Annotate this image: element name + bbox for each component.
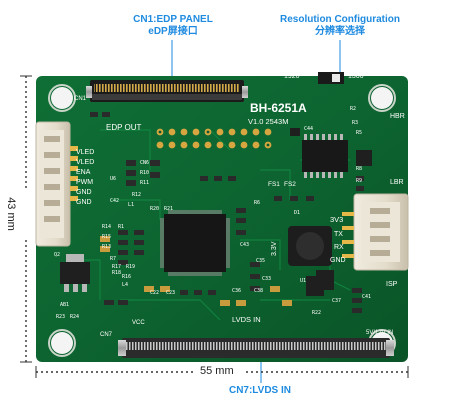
- svg-text:R14: R14: [102, 224, 111, 230]
- main-ic: [160, 210, 230, 276]
- cn7-label: CN7: [100, 332, 113, 338]
- isp-label: ISP: [386, 281, 398, 288]
- svg-text:R17: R17: [112, 264, 121, 270]
- svg-text:C35: C35: [256, 258, 265, 264]
- svg-text:C38: C38: [254, 288, 263, 294]
- svg-text:R13: R13: [102, 244, 111, 250]
- edp-panel-callout: CN1:EDP PANEL eDP屏接口: [118, 14, 228, 38]
- svg-text:R8: R8: [356, 166, 362, 172]
- svg-text:C44: C44: [304, 126, 313, 132]
- svg-text:R12: R12: [132, 192, 141, 198]
- edp-panel-callout-title: CN1:EDP PANEL: [133, 14, 213, 25]
- fs1-label: FS1: [268, 181, 280, 188]
- small-ic-top: [290, 128, 372, 166]
- svg-text:R23: R23: [56, 314, 65, 320]
- svg-text:C37: C37: [332, 298, 341, 304]
- svg-text:L4: L4: [122, 282, 128, 288]
- pin-label-6: GND: [76, 199, 92, 206]
- svg-text:AB1: AB1: [60, 302, 69, 308]
- svg-text:R11: R11: [140, 180, 149, 186]
- lvds-in-label: LVDS IN: [232, 315, 261, 324]
- vcc-label: VCC: [132, 320, 145, 326]
- svg-text:R7: R7: [110, 256, 116, 262]
- vin-label: 5V/12V IN: [366, 330, 393, 336]
- svg-text:R5: R5: [356, 130, 362, 136]
- pin-label-1: VLED: [76, 149, 94, 156]
- resolution-callout-title: Resolution Configuration: [280, 14, 400, 25]
- svg-text:R20: R20: [150, 206, 159, 212]
- cn1-label: CN1: [74, 96, 87, 102]
- svg-text:R22: R22: [312, 310, 321, 316]
- svg-text:R2: R2: [350, 106, 356, 112]
- secondary-ic: [302, 134, 348, 178]
- resolution-1920-label: 1920: [284, 73, 300, 80]
- pin-label-4: PWM: [76, 179, 93, 186]
- power-inductor: [288, 226, 332, 266]
- part-designators: R1 R2 R3 R5 R6 R7 R8 R9 R10 R11 R12 R13 …: [54, 106, 371, 320]
- svg-text:L1: L1: [128, 202, 134, 208]
- pin-label-2: VLED: [76, 159, 94, 166]
- svg-text:R9: R9: [356, 178, 362, 184]
- edp-panel-callout-subtitle: eDP屏接口: [148, 26, 198, 37]
- pin-label-3: ENA: [76, 169, 91, 176]
- edp-connector: [86, 80, 248, 102]
- lvds-in-callout: CN7:LVDS IN: [228, 385, 292, 396]
- svg-text:C22: C22: [150, 290, 159, 296]
- voltage-3v3-label: 3.3V: [271, 241, 278, 256]
- svg-text:R19: R19: [126, 264, 135, 270]
- svg-text:C41: C41: [362, 294, 371, 300]
- power-uart-connector: [342, 193, 409, 271]
- small-ic-u4: [306, 270, 334, 296]
- svg-text:R24: R24: [70, 314, 79, 320]
- svg-text:Q2: Q2: [54, 252, 60, 258]
- svg-text:R3: R3: [352, 120, 358, 126]
- svg-text:U6: U6: [110, 176, 116, 182]
- resolution-1366-label: 1366: [348, 73, 364, 80]
- hbr-label: HBR: [390, 113, 405, 120]
- left-pin-labels: VLED VLED ENA PWM GND GND: [76, 149, 94, 206]
- svg-text:CN6: CN6: [140, 160, 149, 166]
- power-3v3-label: 3V3: [330, 215, 343, 224]
- svg-text:R1: R1: [118, 224, 124, 230]
- svg-text:U1: U1: [300, 278, 306, 284]
- svg-text:R10: R10: [140, 170, 149, 176]
- svg-text:C42: C42: [110, 198, 119, 204]
- svg-text:R21: R21: [164, 206, 173, 212]
- edp-out-connector: [35, 121, 78, 247]
- regulator-ic: [60, 254, 90, 292]
- pin-label-5: GND: [76, 189, 92, 196]
- edp-out-label: EDP OUT: [106, 123, 142, 132]
- svg-text:C23: C23: [166, 290, 175, 296]
- svg-text:R16: R16: [122, 274, 131, 280]
- svg-text:D1: D1: [294, 210, 300, 216]
- svg-text:R6: R6: [254, 200, 260, 206]
- gnd-label: GND: [330, 257, 346, 264]
- svg-text:C36: C36: [232, 288, 241, 294]
- width-dimension-label: 55 mm: [200, 365, 234, 377]
- board-version-label: V1.0 2543M: [248, 117, 288, 126]
- tx-label: TX: [334, 231, 343, 238]
- lvds-connector: [118, 338, 394, 358]
- resolution-switch: [318, 72, 344, 84]
- smd-components: [90, 112, 364, 313]
- fs2-label: FS2: [284, 181, 296, 188]
- svg-text:R15: R15: [102, 234, 111, 240]
- svg-text:R18: R18: [112, 270, 121, 276]
- svg-text:C43: C43: [240, 242, 249, 248]
- rx-label: RX: [334, 244, 344, 251]
- resolution-callout: Resolution Configuration 分辨率选择: [275, 14, 405, 38]
- lbr-label: LBR: [390, 179, 404, 186]
- resolution-callout-subtitle: 分辨率选择: [315, 26, 365, 37]
- svg-text:C33: C33: [262, 276, 271, 282]
- board-model-label: BH-6251A: [250, 101, 307, 115]
